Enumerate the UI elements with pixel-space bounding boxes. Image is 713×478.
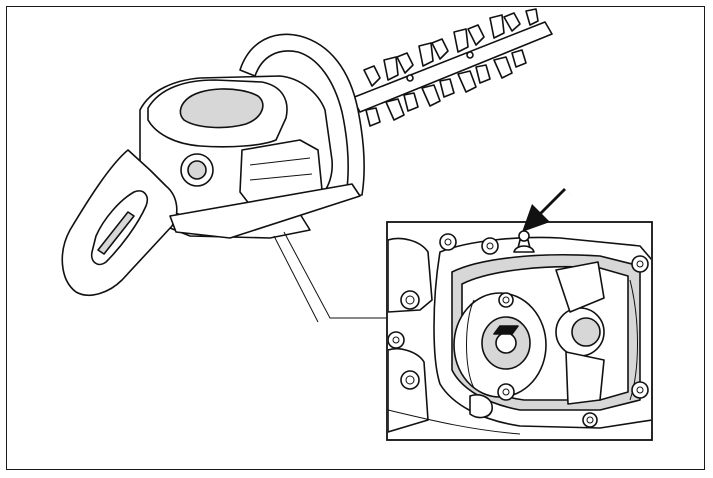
screw-icon — [497, 383, 515, 401]
arrow-icon — [522, 188, 572, 232]
grease-nipple-icon — [513, 230, 535, 253]
engine-body — [139, 75, 333, 239]
callout-leader — [273, 231, 388, 323]
gear-housing-icon — [433, 236, 651, 429]
front-handle — [239, 33, 365, 197]
hedge-trimmer-icon — [61, 8, 553, 296]
rear-handle — [61, 149, 178, 296]
detail-inset — [386, 221, 653, 441]
blade-bar — [351, 8, 553, 127]
screw-icon — [498, 292, 514, 308]
screw-icon — [481, 237, 499, 255]
screw-icon — [439, 233, 457, 251]
engine-side-detail — [388, 237, 433, 433]
screw-icon — [582, 412, 598, 428]
housing-screws — [439, 233, 649, 428]
screw-icon — [631, 255, 649, 273]
screw-icon — [631, 381, 649, 399]
